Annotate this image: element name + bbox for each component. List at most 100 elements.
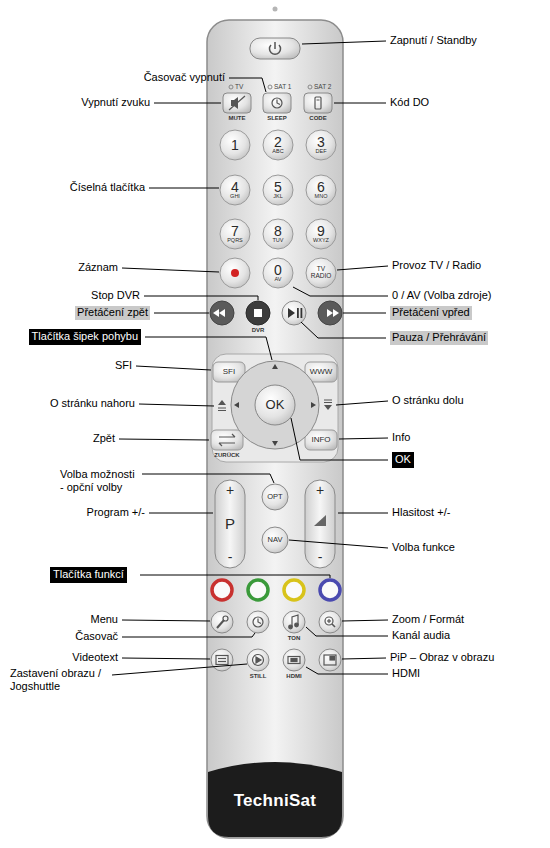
button-text: INFO bbox=[311, 436, 330, 444]
audio-button: TON bbox=[287, 635, 302, 642]
callout-label: SFI bbox=[115, 359, 132, 372]
callout-label: Kód DO bbox=[390, 96, 429, 109]
function-key-icons bbox=[216, 615, 336, 666]
mute-button-shape bbox=[223, 93, 251, 113]
callout-label: Videotext bbox=[72, 651, 118, 664]
button-text: TV RADIO bbox=[309, 266, 333, 280]
code-button-shape bbox=[304, 93, 332, 113]
button-subtext: - bbox=[318, 550, 323, 564]
button-text: 5 bbox=[274, 180, 282, 195]
nav-button: NAV bbox=[262, 527, 288, 553]
sfi-button: SFI bbox=[213, 362, 245, 382]
button-text: 4 bbox=[231, 180, 239, 195]
button-subtext: ABC bbox=[272, 149, 283, 155]
callout-label: Vypnutí zvuku bbox=[81, 96, 150, 109]
button-text: 9 bbox=[317, 224, 325, 239]
number-key: 9WXYZ bbox=[306, 219, 336, 249]
tv-radio-button: TV RADIO bbox=[306, 258, 336, 288]
callout-label: Zastavení obrazu / Jogshuttle bbox=[10, 667, 110, 693]
number-key: 7PQRS bbox=[220, 219, 250, 249]
callout-label: Tlačítka funkcí bbox=[50, 567, 127, 582]
callout-label: O stránku nahoru bbox=[50, 397, 135, 410]
status-led bbox=[273, 7, 278, 12]
stop-button-shape bbox=[246, 301, 270, 325]
number-key-shapes bbox=[220, 130, 336, 288]
button-subtext: MNO bbox=[315, 194, 328, 200]
button-caption: TON bbox=[287, 635, 302, 641]
number-key: 3DEF bbox=[306, 130, 336, 160]
av-key: 0AV bbox=[263, 258, 293, 288]
callout-label: HDMI bbox=[392, 667, 420, 680]
callout-label: Zapnutí / Standby bbox=[390, 34, 477, 47]
number-key: 8TUV bbox=[263, 219, 293, 249]
number-key: 5JKL bbox=[263, 175, 293, 205]
button-text: 7 bbox=[231, 224, 239, 239]
arrow-ring bbox=[231, 361, 319, 449]
nav-key-shapes bbox=[211, 362, 337, 450]
callout-label: Program +/- bbox=[87, 506, 145, 519]
callout-label: Kanál audia bbox=[392, 629, 450, 642]
still-button: STILL bbox=[249, 673, 268, 680]
number-key: 1 bbox=[220, 130, 250, 160]
number-key: 2ABC bbox=[263, 130, 293, 160]
back-arrows-icon bbox=[219, 434, 235, 446]
callout-label: PiP – Obraz v obrazu bbox=[390, 651, 494, 664]
button-caption: CODE bbox=[308, 115, 328, 121]
page-down-icon bbox=[324, 400, 332, 410]
sleep-button-shape bbox=[263, 93, 291, 113]
button-caption: MUTE bbox=[228, 115, 247, 121]
callout-label: Stop DVR bbox=[91, 289, 140, 302]
opt-button: OPT bbox=[262, 484, 288, 510]
ok-button-shape bbox=[255, 385, 295, 425]
button-caption: ZURÜCK bbox=[213, 452, 241, 458]
stop-button: DVR bbox=[251, 327, 266, 334]
button-subtext: - bbox=[228, 550, 233, 564]
callout-label: O stránku dolu bbox=[392, 394, 464, 407]
mute-button: MUTE bbox=[228, 115, 247, 122]
hdmi-button: HDMI bbox=[285, 673, 303, 680]
callout-label: 0 / AV (Volba zdroje) bbox=[392, 289, 491, 302]
button-caption: DVR bbox=[251, 327, 266, 333]
callout-label: Číselná tlačítka bbox=[70, 181, 145, 194]
callout-label: Tlačítka šipek pohybu bbox=[29, 329, 141, 344]
button-subtext: TUV bbox=[273, 238, 284, 244]
number-key: 4GHI bbox=[220, 175, 250, 205]
callout-label: Zpět bbox=[93, 432, 115, 445]
fast-forward-button bbox=[318, 301, 342, 325]
button-text: 1 bbox=[231, 138, 239, 153]
callout-label: Provoz TV / Radio bbox=[392, 259, 481, 272]
button-text: 0 bbox=[274, 263, 282, 278]
callout-label: Pauza / Přehrávání bbox=[390, 331, 488, 344]
button-caption: SLEEP bbox=[266, 115, 288, 121]
play-pause-button bbox=[282, 301, 306, 325]
callout-label: Info bbox=[392, 431, 410, 444]
remote-body: TechniSatMUTESLEEPCODE12ABC3DEF4GHI5JKL6… bbox=[205, 18, 345, 842]
button-subtext: DEF bbox=[316, 149, 327, 155]
rocker-shapes bbox=[215, 480, 335, 568]
button-subtext: JKL bbox=[273, 194, 282, 200]
volume-rocker: +- bbox=[305, 480, 335, 568]
button-subtext: WXYZ bbox=[313, 238, 329, 244]
button-subtext: GHI bbox=[230, 194, 240, 200]
callout-label: Hlasitost +/- bbox=[392, 506, 450, 519]
callout-label: Přetáčení vpřed bbox=[390, 306, 472, 319]
leader-lines bbox=[112, 41, 388, 675]
remote-housing bbox=[207, 20, 343, 838]
callout-label: Menu bbox=[90, 613, 118, 626]
callout-label: OK bbox=[392, 452, 414, 467]
button-caption: STILL bbox=[249, 673, 268, 679]
button-text: 2 bbox=[274, 135, 282, 150]
button-subtext: PQRS bbox=[227, 238, 243, 244]
button-text: SFI bbox=[223, 368, 235, 376]
function-key-shapes bbox=[211, 611, 341, 671]
callout-label: Časovač vypnutí bbox=[144, 71, 225, 84]
page-up-icon bbox=[218, 400, 226, 411]
callout-label: Záznam bbox=[78, 261, 118, 274]
button-text: + bbox=[226, 483, 234, 497]
button-text: NAV bbox=[268, 536, 283, 544]
callout-label: Časovač bbox=[75, 630, 118, 643]
button-text: OK bbox=[266, 398, 285, 412]
